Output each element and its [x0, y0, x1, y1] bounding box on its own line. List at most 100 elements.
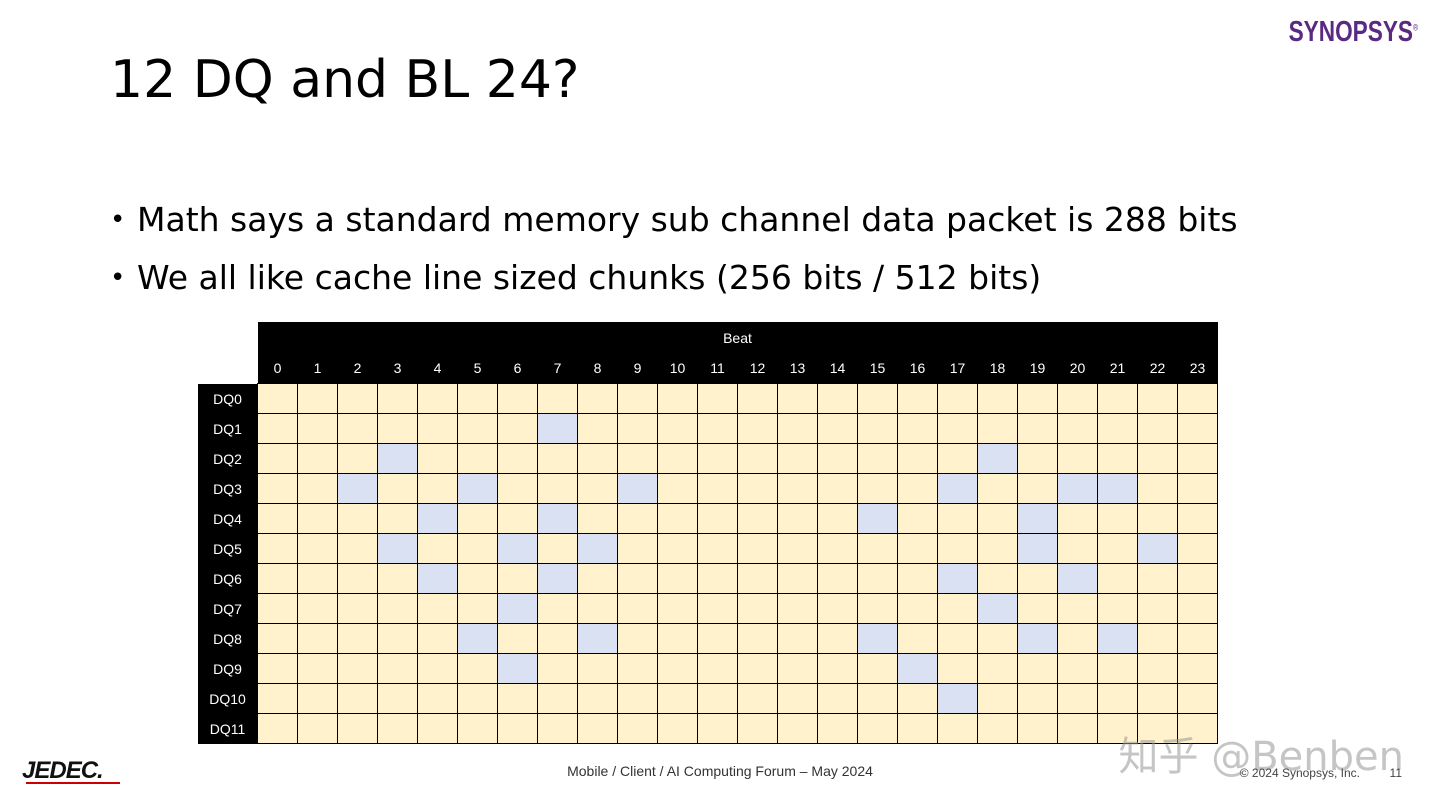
bit-cell [297, 443, 338, 474]
dq-row-label: DQ11 [198, 713, 258, 744]
beat-column-header: 10 [657, 353, 698, 384]
beat-column-header: 19 [1017, 353, 1058, 384]
bit-cell [897, 503, 938, 534]
beat-column-header: 0 [257, 353, 298, 384]
bit-cell [857, 683, 898, 714]
bit-cell [497, 623, 538, 654]
bit-cell [897, 713, 938, 744]
bit-cell [1057, 533, 1098, 564]
dq-row-label: DQ6 [198, 563, 258, 594]
table-row: DQ6 [198, 563, 1218, 594]
bit-cell [417, 683, 458, 714]
bit-cell [537, 683, 578, 714]
bit-cell [417, 473, 458, 504]
bit-cell [737, 473, 778, 504]
bit-cell [1057, 653, 1098, 684]
bit-cell [337, 623, 378, 654]
bit-cell [897, 563, 938, 594]
bit-cell [377, 563, 418, 594]
bit-cell [577, 503, 618, 534]
bit-cell [1017, 713, 1058, 744]
bit-cell [657, 413, 698, 444]
bit-cell [457, 443, 498, 474]
table-row: DQ0 [198, 383, 1218, 414]
bit-cell [497, 713, 538, 744]
bit-cell [457, 413, 498, 444]
bit-cell [537, 653, 578, 684]
bit-cell [977, 533, 1018, 564]
dq-row-label: DQ7 [198, 593, 258, 624]
bit-cell [1097, 563, 1138, 594]
bit-cell [1017, 413, 1058, 444]
bit-cell [1057, 593, 1098, 624]
bit-cell [737, 653, 778, 684]
highlighted-bit-cell [1017, 503, 1058, 534]
bit-cell [457, 383, 498, 414]
table-row: DQ8 [198, 623, 1218, 654]
beat-column-header: 16 [897, 353, 938, 384]
bit-cell [817, 563, 858, 594]
beat-column-header: 2 [337, 353, 378, 384]
bit-cell [1137, 713, 1178, 744]
bit-cell [1097, 413, 1138, 444]
bit-cell [377, 593, 418, 624]
bit-cell [897, 683, 938, 714]
highlighted-bit-cell [617, 473, 658, 504]
bit-cell [617, 533, 658, 564]
bit-cell [537, 473, 578, 504]
bit-cell [537, 383, 578, 414]
bit-cell [377, 383, 418, 414]
dq-row-label: DQ5 [198, 533, 258, 564]
beat-column-header: 3 [377, 353, 418, 384]
table-row: DQ3 [198, 473, 1218, 504]
bit-cell [297, 503, 338, 534]
bit-cell [1097, 713, 1138, 744]
bit-cell [1057, 443, 1098, 474]
bit-cell [257, 413, 298, 444]
highlighted-bit-cell [577, 533, 618, 564]
bit-cell [897, 473, 938, 504]
highlighted-bit-cell [937, 473, 978, 504]
bit-cell [857, 593, 898, 624]
dq-row-label: DQ10 [198, 683, 258, 714]
bit-cell [697, 623, 738, 654]
bit-cell [457, 713, 498, 744]
bit-cell [1137, 473, 1178, 504]
bit-cell [297, 563, 338, 594]
bit-cell [777, 623, 818, 654]
bullet-text: Math says a standard memory sub channel … [137, 200, 1238, 239]
bit-cell [337, 383, 378, 414]
bit-cell [497, 413, 538, 444]
beat-column-header: 15 [857, 353, 898, 384]
beat-column-header: 11 [697, 353, 738, 384]
table-row: DQ1 [198, 413, 1218, 444]
bit-cell [1177, 383, 1218, 414]
bit-cell [377, 683, 418, 714]
bit-cell [817, 443, 858, 474]
beat-column-header: 12 [737, 353, 778, 384]
bit-cell [817, 383, 858, 414]
footer-event: Mobile / Client / AI Computing Forum – M… [567, 763, 873, 779]
bit-cell [537, 443, 578, 474]
bit-cell [977, 503, 1018, 534]
beat-column-header: 23 [1177, 353, 1218, 384]
bit-cell [897, 623, 938, 654]
bit-cell [737, 683, 778, 714]
bit-cell [457, 503, 498, 534]
bit-cell [1177, 623, 1218, 654]
bit-cell [777, 713, 818, 744]
bit-cell [577, 593, 618, 624]
bit-cell [337, 443, 378, 474]
highlighted-bit-cell [1017, 533, 1058, 564]
bit-cell [977, 473, 1018, 504]
bit-cell [737, 383, 778, 414]
dq-row-label: DQ3 [198, 473, 258, 504]
bit-cell [257, 623, 298, 654]
bit-cell [297, 473, 338, 504]
jedec-logo: JEDEC. [22, 757, 104, 784]
dq-row-label: DQ1 [198, 413, 258, 444]
bit-cell [977, 683, 1018, 714]
bit-cell [297, 623, 338, 654]
beat-column-header: 7 [537, 353, 578, 384]
